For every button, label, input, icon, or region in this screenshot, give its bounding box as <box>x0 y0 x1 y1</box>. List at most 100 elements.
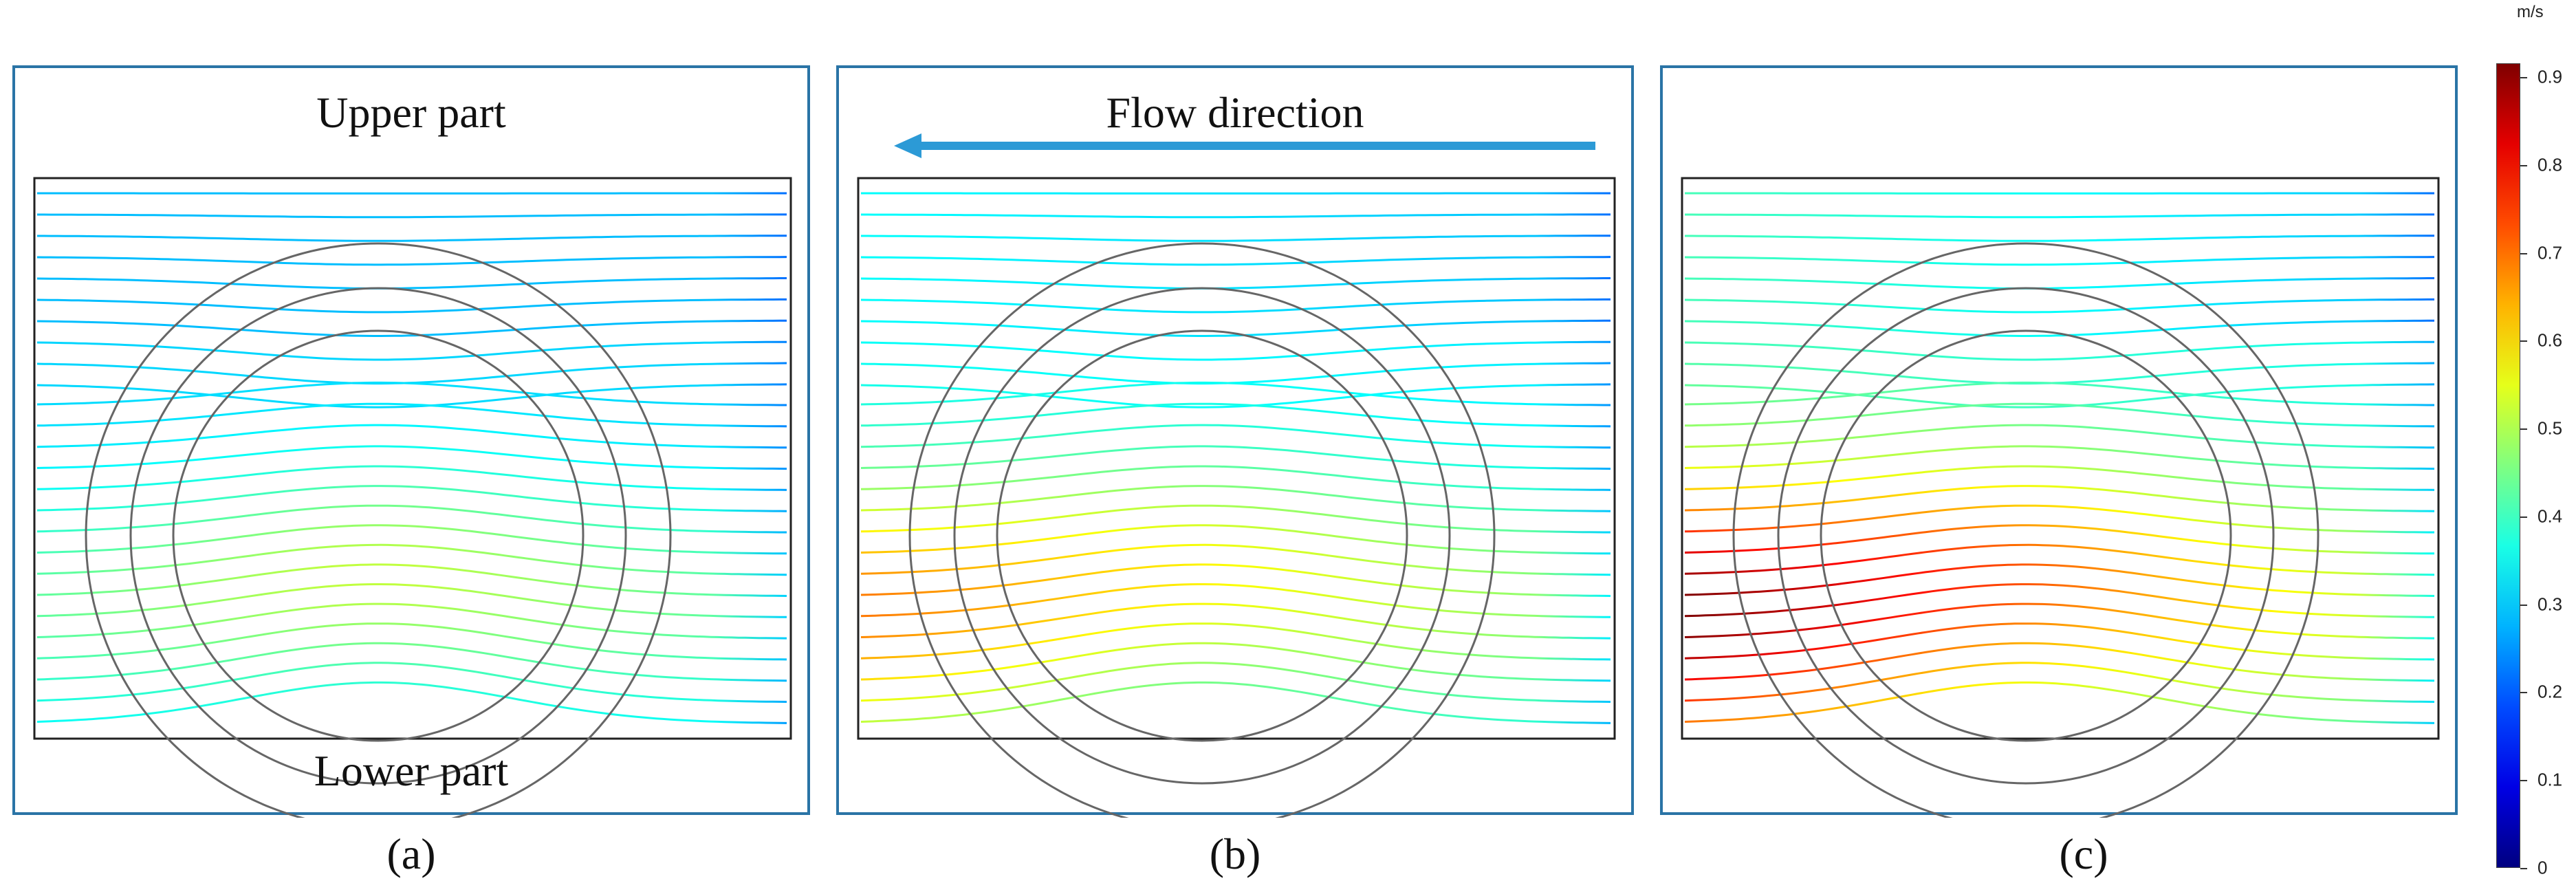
flow-arrow-head <box>894 133 921 158</box>
circle-boundary <box>129 287 627 785</box>
streamline <box>860 445 1611 470</box>
streamline <box>1684 602 2435 640</box>
panel-a-label: (a) <box>386 829 436 878</box>
streamline <box>860 583 1611 618</box>
circle-boundary <box>1777 287 2275 785</box>
streamline <box>860 681 1611 724</box>
circle-boundary <box>953 287 1451 785</box>
streamline <box>860 381 1611 406</box>
streamline <box>1684 504 2434 534</box>
colorbar-tick-mark <box>2520 77 2527 78</box>
streamline <box>36 504 787 534</box>
circle-boundary <box>1820 329 2232 742</box>
streamline <box>36 465 787 491</box>
streamline <box>1684 319 2434 337</box>
colorbar <box>2496 63 2520 868</box>
streamline <box>36 602 787 640</box>
streamline <box>37 235 787 242</box>
streamline <box>36 362 787 385</box>
streamline <box>36 402 787 428</box>
streamline <box>36 256 787 266</box>
colorbar-tick-label: 0.5 <box>2537 417 2563 439</box>
streamline <box>1684 662 2435 703</box>
colorbar-tick-label: 0.4 <box>2537 505 2563 527</box>
streamline <box>36 298 787 314</box>
colorbar-tick-mark <box>2520 868 2527 869</box>
streamline <box>860 563 1611 597</box>
streamline <box>36 319 787 337</box>
streamline <box>1684 465 2435 491</box>
streamline <box>860 277 1611 290</box>
streamline <box>860 424 1611 449</box>
streamline <box>860 642 1611 682</box>
circle-boundary <box>1732 242 2320 818</box>
colorbar-tick-label: 0.1 <box>2537 769 2563 790</box>
streamline <box>860 662 1611 703</box>
streamline <box>36 642 787 682</box>
streamline <box>860 383 1611 409</box>
streamline <box>1684 583 2435 618</box>
streamline <box>1684 298 2434 314</box>
colorbar-tick-label: 0 <box>2537 857 2548 878</box>
panel-a: Upper part Lower part <box>12 65 810 818</box>
panel-c <box>1660 65 2458 818</box>
upper-part-label: Upper part <box>316 88 506 137</box>
streamline-plot-a <box>33 177 792 818</box>
lower-part-label: Lower part <box>314 746 509 795</box>
circle-boundary <box>996 329 1408 742</box>
streamline <box>860 524 1611 555</box>
streamline <box>860 485 1611 512</box>
colorbar-tick-label: 0.8 <box>2537 154 2563 175</box>
streamline <box>1684 383 2435 409</box>
streamline <box>36 681 787 724</box>
streamline <box>1685 235 2434 242</box>
streamline <box>36 583 787 618</box>
streamline <box>36 563 787 597</box>
streamline <box>36 424 787 449</box>
colorbar-tick-label: 0.7 <box>2537 242 2563 263</box>
streamline <box>860 465 1611 491</box>
streamline <box>36 622 787 661</box>
streamline <box>860 340 1611 361</box>
streamline <box>861 213 1611 219</box>
colorbar-tick-mark <box>2520 780 2527 782</box>
streamline <box>36 662 787 703</box>
streamline <box>860 602 1611 640</box>
streamline <box>36 543 787 576</box>
streamline <box>36 340 787 361</box>
colorbar-tick-mark <box>2520 428 2527 431</box>
streamline <box>1684 362 2435 385</box>
streamline <box>1684 340 2434 361</box>
streamline-plot-b <box>857 133 1616 818</box>
streamline <box>1684 681 2435 724</box>
circle-boundary <box>172 329 585 742</box>
panel-c-label: (c) <box>2059 829 2108 878</box>
streamline <box>1684 485 2435 512</box>
streamline <box>1684 381 2434 406</box>
colorbar-tick-label: 0.6 <box>2537 329 2563 351</box>
colorbar-tick-mark <box>2520 604 2527 606</box>
streamline <box>1684 543 2435 576</box>
streamline <box>36 381 787 406</box>
streamline <box>860 319 1611 337</box>
streamline <box>860 622 1611 661</box>
streamline <box>1685 213 2434 219</box>
panel-b-label: (b) <box>1209 829 1261 878</box>
streamline <box>860 298 1611 314</box>
colorbar-unit: m/s <box>2517 3 2544 21</box>
streamline <box>1684 563 2435 597</box>
streamline <box>860 504 1611 534</box>
streamline <box>860 543 1611 576</box>
flow-direction-label: Flow direction <box>1106 88 1364 137</box>
streamline <box>36 277 787 290</box>
streamline <box>1684 277 2434 290</box>
streamline <box>1684 402 2435 428</box>
domain-boundary <box>857 177 1616 740</box>
colorbar-tick-mark <box>2520 692 2527 694</box>
streamline <box>37 213 787 219</box>
streamline <box>36 524 787 555</box>
streamline <box>860 362 1611 385</box>
panel-b: Flow direction <box>836 65 1634 818</box>
colorbar-tick-mark <box>2520 516 2527 518</box>
streamline <box>861 235 1611 242</box>
